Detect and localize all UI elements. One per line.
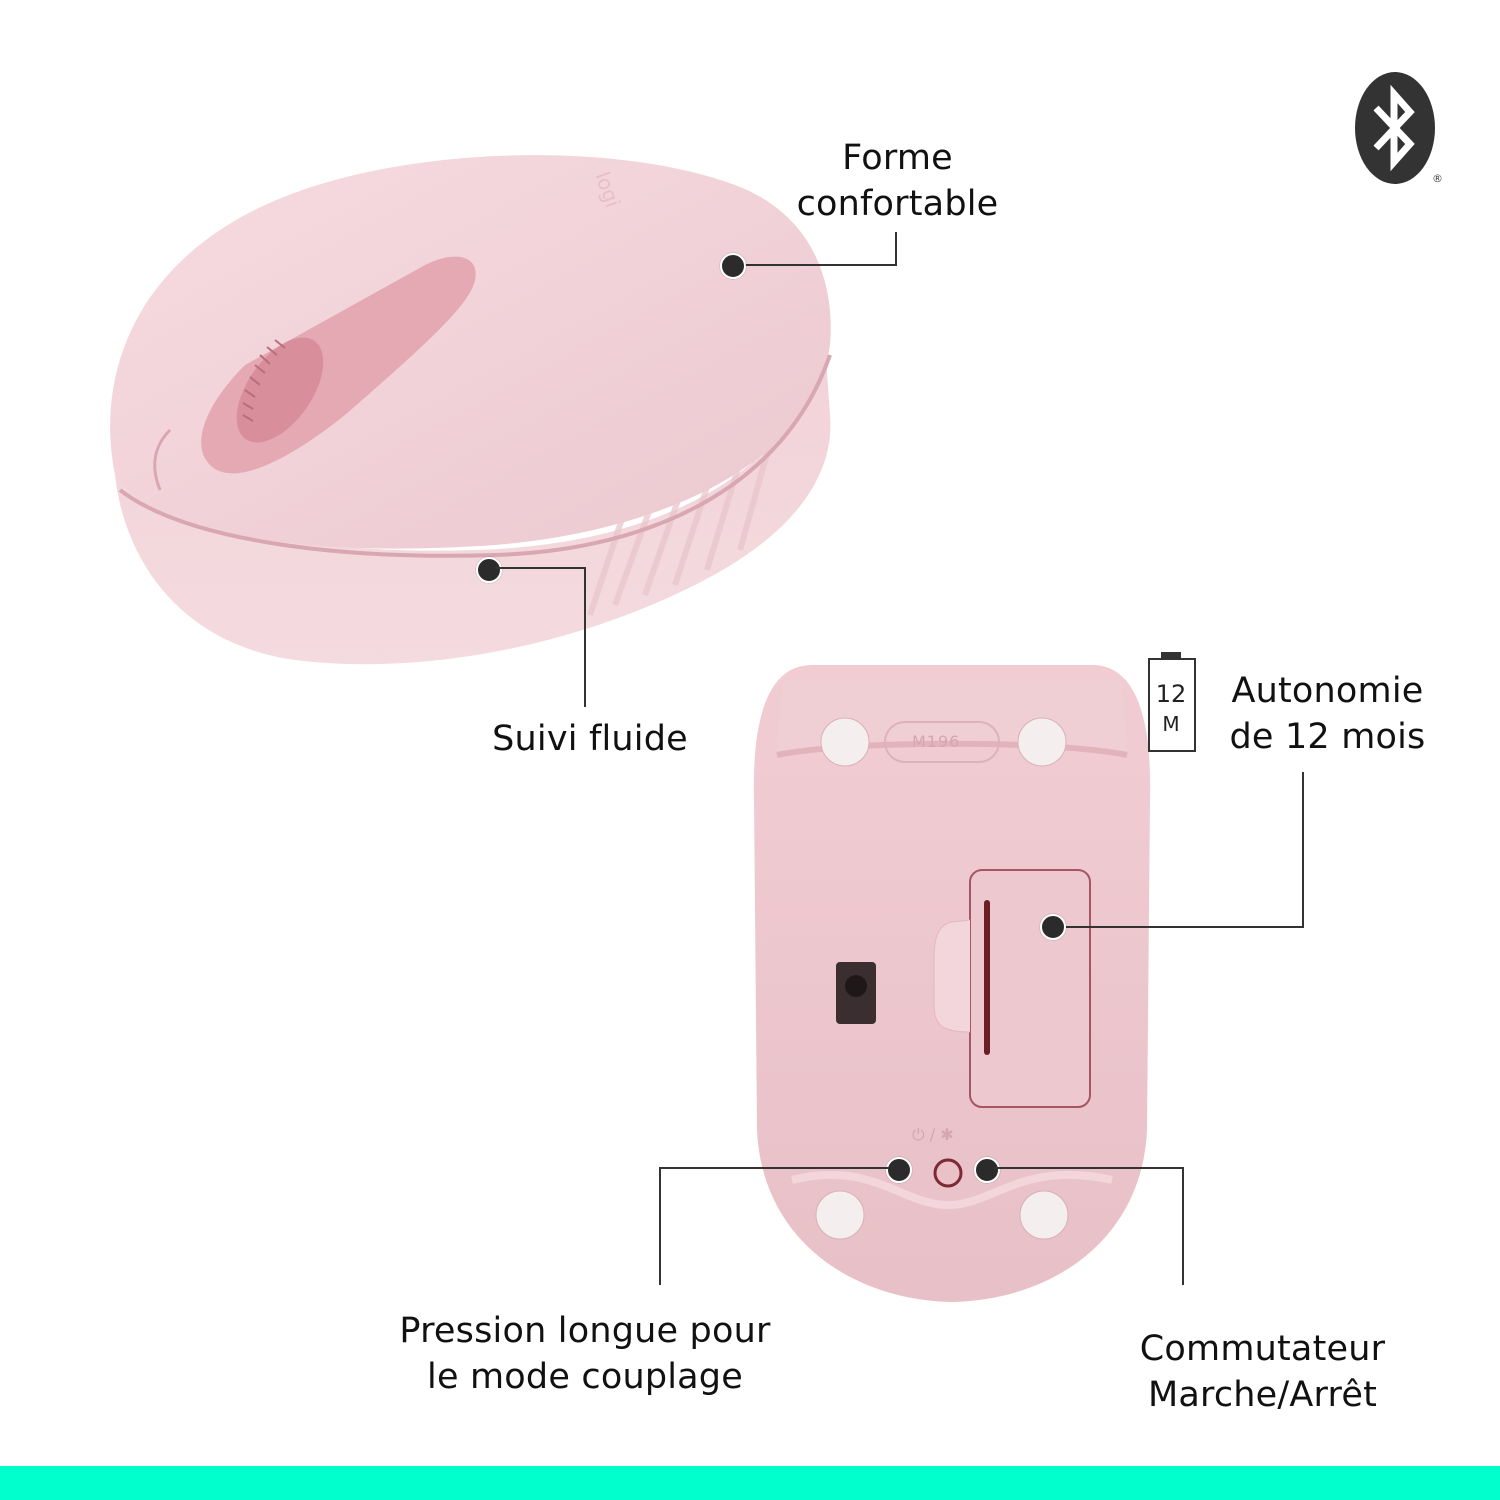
callout-shape-dot bbox=[720, 253, 746, 279]
callout-pairing-connector-v bbox=[659, 1167, 661, 1285]
mouse-top-view: logi bbox=[95, 145, 865, 685]
battery-icon-unit: M bbox=[1162, 712, 1180, 736]
callout-power-connector-v bbox=[1182, 1167, 1184, 1285]
accent-bar bbox=[0, 1466, 1500, 1500]
callout-tracking-connector-v bbox=[584, 567, 586, 707]
callout-power-line1: Commutateur bbox=[1139, 1329, 1386, 1369]
mouse-bottom-view: M196 ⏻ / ✱ bbox=[752, 660, 1152, 1305]
callout-shape-connector-v bbox=[895, 232, 897, 266]
bluetooth-badge: ® bbox=[1352, 70, 1444, 190]
callout-pairing-line2: le mode couplage bbox=[427, 1357, 743, 1397]
callout-pairing-line1: Pression longue pour bbox=[399, 1311, 771, 1351]
registered-mark: ® bbox=[1432, 172, 1443, 185]
callout-battery-connector-v bbox=[1302, 772, 1304, 928]
model-number: M196 bbox=[912, 732, 961, 751]
callout-battery-label: Autonomie de 12 mois bbox=[1205, 668, 1450, 760]
callout-tracking-connector-h bbox=[496, 567, 586, 569]
callout-power-line2: Marche/Arrêt bbox=[1147, 1375, 1377, 1415]
callout-shape-line2: confortable bbox=[796, 184, 999, 224]
callout-power-connector-h bbox=[994, 1167, 1184, 1169]
callout-shape-label: Forme confortable bbox=[760, 135, 1035, 227]
battery-icon: 12 M bbox=[1146, 652, 1198, 758]
callout-pairing-connector-h bbox=[659, 1167, 889, 1169]
callout-shape-connector-h bbox=[740, 264, 897, 266]
callout-battery-line2: de 12 mois bbox=[1229, 717, 1426, 757]
callout-shape-line1: Forme bbox=[842, 138, 953, 178]
battery-icon-number: 12 bbox=[1155, 680, 1187, 708]
button-function-icons: ⏻ / ✱ bbox=[912, 1125, 954, 1144]
callout-pairing-label: Pression longue pour le mode couplage bbox=[350, 1308, 820, 1400]
callout-power-dot bbox=[974, 1157, 1000, 1183]
callout-pairing-dot bbox=[886, 1157, 912, 1183]
callout-tracking-dot bbox=[476, 557, 502, 583]
callout-tracking-label: Suivi fluide bbox=[470, 716, 710, 762]
bluetooth-icon bbox=[1355, 72, 1435, 184]
callout-battery-dot bbox=[1040, 914, 1066, 940]
callout-battery-connector-h bbox=[1064, 926, 1304, 928]
callout-power-label: Commutateur Marche/Arrêt bbox=[1100, 1326, 1425, 1418]
callout-battery-line1: Autonomie bbox=[1231, 671, 1424, 711]
callout-tracking-line1: Suivi fluide bbox=[492, 719, 688, 759]
